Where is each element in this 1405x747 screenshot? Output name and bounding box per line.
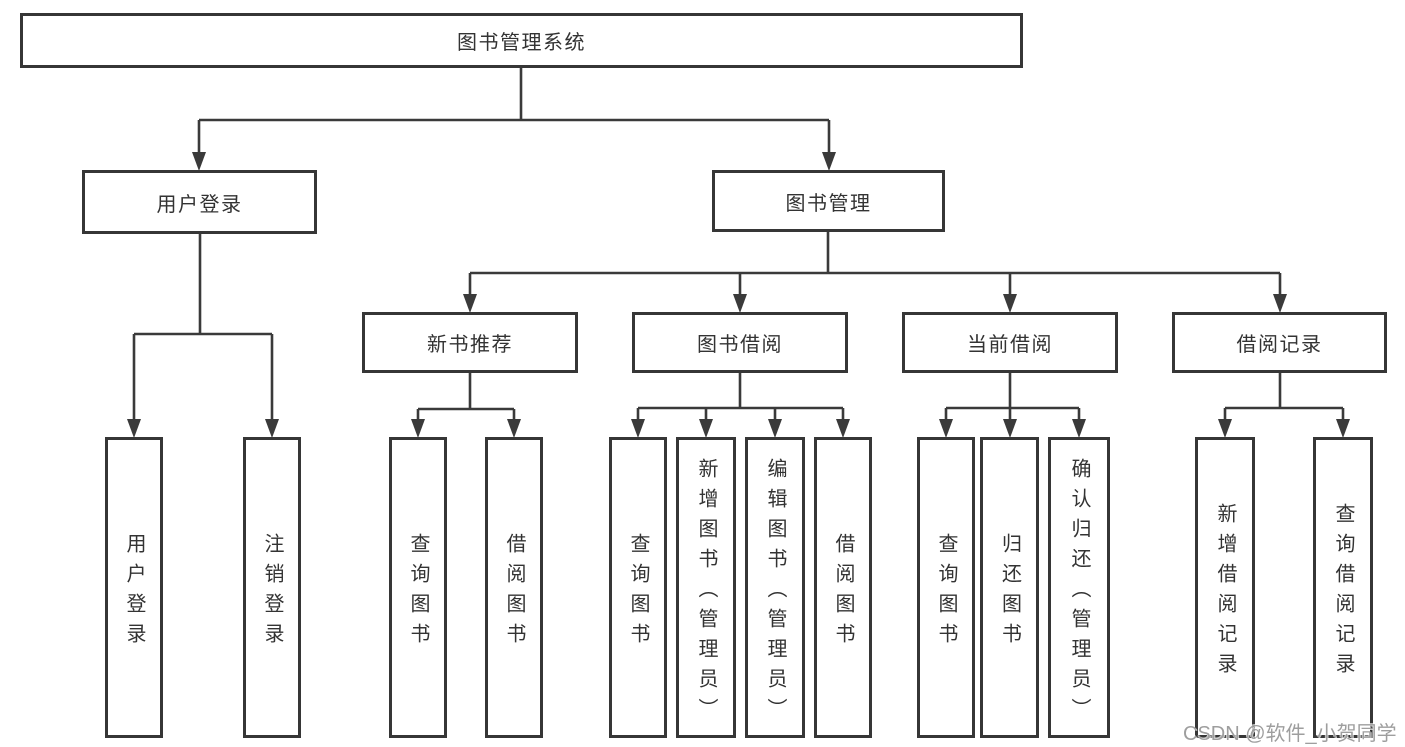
node-nbr-borrow-books: 借阅图书 bbox=[485, 437, 543, 738]
connector-newbookrec-to-leaves bbox=[416, 373, 516, 421]
watermark: CSDN @软件_小贺同学 bbox=[1183, 723, 1397, 745]
arrow-icon bbox=[733, 294, 747, 313]
node-bb-add-books-admin: 新增图书（管理员） bbox=[676, 437, 736, 738]
node-br-add-record: 新增借阅记录 bbox=[1195, 437, 1255, 738]
node-label: 图书管理 bbox=[785, 192, 872, 215]
arrow-icon bbox=[127, 419, 141, 438]
node-cb-return-books: 归还图书 bbox=[980, 437, 1039, 738]
node-bb-edit-books-admin: 编辑图书（管理员） bbox=[745, 437, 805, 738]
node-label: 确认归还（管理员） bbox=[1068, 457, 1090, 728]
node-label: 查询图书 bbox=[935, 532, 957, 653]
node-leaf-logout-login: 注销登录 bbox=[243, 437, 301, 738]
node-cb-confirm-return-admin: 确认归还（管理员） bbox=[1048, 437, 1110, 738]
node-label: 查询图书 bbox=[627, 532, 649, 653]
connector-root-to-level2 bbox=[197, 68, 831, 154]
arrow-icon bbox=[631, 419, 645, 438]
node-label: 借阅图书 bbox=[503, 532, 525, 653]
node-br-query-record: 查询借阅记录 bbox=[1313, 437, 1373, 738]
node-label: 归还图书 bbox=[998, 532, 1021, 653]
arrow-icon bbox=[1003, 419, 1017, 438]
node-label: 查询借阅记录 bbox=[1332, 502, 1354, 683]
node-label: 查询图书 bbox=[407, 532, 429, 653]
arrow-icon bbox=[1003, 294, 1017, 313]
connector-userlogin-to-leaves bbox=[132, 234, 274, 421]
node-label: 借阅记录 bbox=[1236, 334, 1323, 356]
node-borrowing-records: 借阅记录 bbox=[1172, 312, 1387, 373]
connector-currentborrow-to-leaves bbox=[944, 373, 1081, 421]
node-user-login: 用户登录 bbox=[82, 170, 317, 234]
node-nbr-query-books: 查询图书 bbox=[389, 437, 447, 738]
arrow-icon bbox=[939, 419, 953, 438]
node-bb-borrow-books: 借阅图书 bbox=[814, 437, 872, 738]
arrowheads bbox=[127, 152, 1350, 438]
node-library-management-system: 图书管理系统 bbox=[20, 13, 1023, 68]
node-new-book-recommend: 新书推荐 bbox=[362, 312, 578, 373]
node-label: 新书推荐 bbox=[427, 334, 513, 356]
arrow-icon bbox=[1218, 419, 1232, 438]
arrow-icon bbox=[1336, 419, 1350, 438]
node-leaf-user-login: 用户登录 bbox=[105, 437, 163, 738]
node-label: 图书借阅 bbox=[697, 334, 783, 356]
connector-bookmgmt-to-level3 bbox=[468, 232, 1282, 296]
node-book-borrowing: 图书借阅 bbox=[632, 312, 848, 373]
node-label: 新增图书（管理员） bbox=[695, 457, 717, 728]
arrow-icon bbox=[411, 419, 425, 438]
node-book-management: 图书管理 bbox=[712, 170, 945, 232]
arrow-icon bbox=[1273, 294, 1287, 313]
connector-bookborrow-to-leaves bbox=[636, 373, 845, 421]
arrow-icon bbox=[1072, 419, 1086, 438]
arrow-icon bbox=[699, 419, 713, 438]
node-label: 注销登录 bbox=[261, 532, 283, 653]
node-label: 图书管理系统 bbox=[457, 32, 586, 54]
arrow-icon bbox=[463, 294, 477, 313]
arrow-icon bbox=[192, 152, 206, 171]
node-label: 用户登录 bbox=[123, 532, 145, 653]
node-label: 借阅图书 bbox=[832, 532, 854, 653]
arrow-icon bbox=[836, 419, 850, 438]
arrow-icon bbox=[822, 152, 836, 171]
arrow-icon bbox=[507, 419, 521, 438]
node-cb-query-books: 查询图书 bbox=[917, 437, 975, 738]
node-label: 编辑图书（管理员） bbox=[764, 457, 786, 728]
node-label: 用户登录 bbox=[156, 193, 243, 216]
node-label: 当前借阅 bbox=[967, 334, 1053, 356]
connector-records-to-leaves bbox=[1223, 373, 1345, 421]
node-bb-query-books: 查询图书 bbox=[609, 437, 667, 738]
node-current-borrowing: 当前借阅 bbox=[902, 312, 1118, 373]
node-label: 新增借阅记录 bbox=[1214, 502, 1236, 683]
arrow-icon bbox=[265, 419, 279, 438]
arrow-icon bbox=[768, 419, 782, 438]
